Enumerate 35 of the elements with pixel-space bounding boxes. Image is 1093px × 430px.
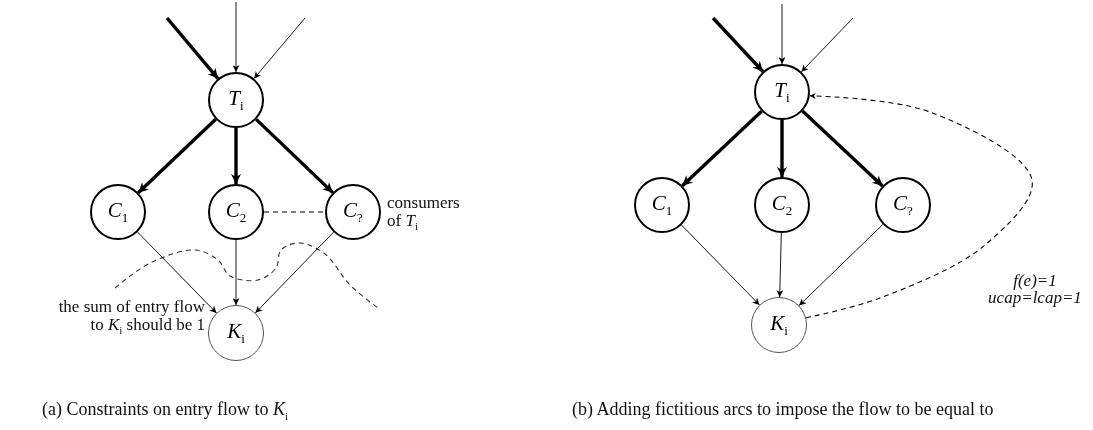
circle-node [751, 297, 807, 353]
arrow [711, 16, 765, 73]
circle-node [754, 64, 810, 120]
annotation: the sum of entry flow to K$_{i}$ should be 1 [57, 298, 205, 337]
edge-label: f(e)=1 ucap=lcap=1 [987, 272, 1083, 306]
node-label: K$_{i}$ [770, 312, 788, 338]
caption: (b) Adding fictitious arcs to impose the flow to be equal to [572, 400, 995, 419]
node-label: T$_{i}$ [228, 87, 244, 113]
arrow [165, 16, 220, 80]
node-label: C$_{2}$ [771, 192, 793, 218]
arrow [137, 118, 217, 194]
arrow [805, 92, 1033, 319]
arrow [255, 118, 334, 194]
arrow [801, 109, 884, 188]
arrow [681, 109, 763, 188]
circle-node [875, 177, 931, 233]
circle-node [208, 305, 264, 361]
circle-node [325, 184, 381, 240]
circle-node [90, 184, 146, 240]
node-label: C$_{?}$ [343, 199, 363, 225]
circle-node [634, 177, 690, 233]
node-label: C$_{1}$ [651, 192, 673, 218]
node-label: C$_{2}$ [225, 199, 247, 225]
connector-line [263, 211, 326, 213]
circle-node [208, 184, 264, 240]
arrow [231, 128, 241, 184]
node-label: K$_{i}$ [227, 320, 245, 346]
node-label: C$_{?}$ [893, 192, 913, 218]
annotation: consumers of T$_{i}$ [387, 194, 461, 233]
node-label: T$_{i}$ [774, 79, 790, 105]
node-label: C$_{1}$ [107, 199, 129, 225]
arrow [777, 120, 787, 177]
circle-node [208, 72, 264, 128]
annotation: (a) Constraints on entry flow to K$_{i}$ [42, 400, 290, 423]
circle-node [754, 177, 810, 233]
